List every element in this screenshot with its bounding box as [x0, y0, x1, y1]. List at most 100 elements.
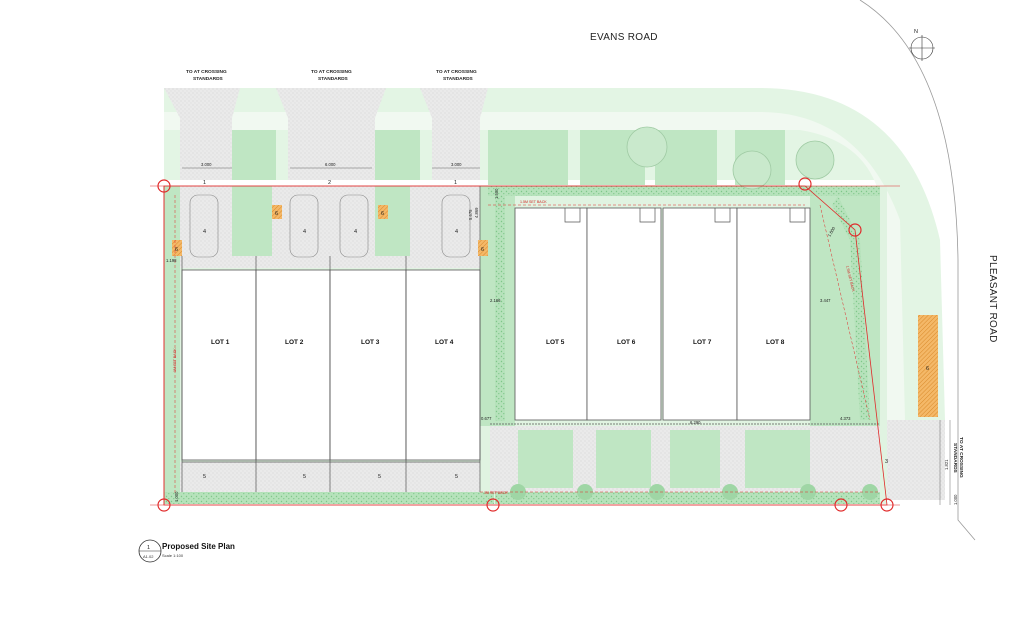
dim-text: 2.166 [490, 298, 501, 303]
crossing-2 [276, 88, 386, 180]
path-marker: 1 [203, 180, 206, 186]
car-icon [189, 194, 219, 258]
front-lawns [232, 130, 785, 185]
setback-text: 1.5M SET BACK [520, 200, 547, 204]
setback-text: 1M SET BACK [484, 491, 508, 495]
parking-marker: 4 [303, 229, 306, 235]
lot-6-building [586, 207, 662, 421]
road-label-north: EVANS ROAD [590, 32, 658, 43]
north-letter: N [914, 29, 918, 35]
site-boundary [150, 185, 900, 506]
road-label-east: PLEASANT ROAD [987, 255, 998, 343]
bin-marker: 6 [926, 366, 929, 372]
lot-label: LOT 3 [361, 339, 380, 346]
dim-text: 5.675 [468, 209, 473, 220]
lot-label: LOT 4 [435, 339, 454, 346]
dim-text: 3.000 [451, 162, 462, 167]
lot-label: LOT 5 [546, 339, 565, 346]
crossing-label-1-line2: STANDARDS [193, 76, 224, 82]
setback-lines [174, 195, 880, 495]
survey-marker [848, 223, 862, 237]
title-block: 1 A1.02 Proposed Site Plan Scale 1:100 [138, 539, 235, 563]
dim-text: 3.447 [820, 298, 831, 303]
lot-3-building [329, 269, 407, 461]
parking-marker: 4 [203, 229, 206, 235]
path-marker: 2 [328, 180, 331, 186]
survey-markers [157, 177, 894, 512]
lot-buildings [181, 207, 811, 461]
lot-labels: LOT 1 LOT 2 LOT 3 LOT 4 LOT 5 LOT 6 LOT … [211, 339, 785, 346]
bin-marker: 6 [175, 247, 178, 253]
lot-label: LOT 7 [693, 339, 712, 346]
driveway-crossings [164, 88, 945, 500]
lot-7-building [662, 207, 738, 421]
drawing-scale: Scale 1:100 [162, 553, 184, 558]
survey-marker [880, 498, 894, 512]
dim-text: 1.600 [827, 225, 837, 237]
driveway-lawns [232, 186, 410, 256]
crossing-labels: TO AT CROSSING STANDARDS TO AT CROSSING … [186, 69, 964, 478]
garden-marker: 5 [203, 474, 206, 480]
setback-text: 1M SET BACK [173, 348, 177, 372]
lot-5-building [514, 207, 588, 421]
lot-label: LOT 6 [617, 339, 636, 346]
dim-text: 3.000 [201, 162, 212, 167]
setback-labels: 1.5M SET BACK 1M SET BACK 1M SET BACK 1.… [173, 200, 856, 495]
crossing-3 [420, 88, 488, 180]
car-icon [441, 194, 471, 258]
crossing-label-2-line1: TO AT CROSSING [311, 69, 352, 75]
dim-text: 1.821 [944, 459, 949, 470]
entry-notches [564, 208, 806, 223]
west-lawn [164, 186, 180, 504]
lot-2-building [255, 269, 331, 461]
lot-label: LOT 1 [211, 339, 230, 346]
lot-partitions [181, 186, 880, 492]
dimension-labels: 3.000 6.000 3.000 1.198 5.675 4.869 2.16… [166, 162, 958, 505]
dim-text: 0.677 [481, 416, 492, 421]
path-marker: 3 [885, 459, 888, 465]
west-driveway-area [180, 186, 480, 268]
tree-icon [795, 140, 835, 180]
north-arrow: N [909, 29, 935, 61]
crossing-east [880, 420, 945, 500]
survey-marker [834, 498, 848, 512]
setback-text: 1.5M SET BACK [845, 265, 855, 292]
bin-marker: 6 [381, 211, 384, 217]
courtyard-lawns [518, 430, 810, 488]
dim-text: 4.373 [840, 416, 851, 421]
crossing-1 [164, 88, 240, 180]
parking-cars [189, 194, 471, 258]
crossing-label-3-line2: STANDARDS [443, 76, 474, 82]
crossing-label-1-line1: TO AT CROSSING [186, 69, 227, 75]
bin-marker: 6 [275, 211, 278, 217]
street-trees [626, 126, 835, 190]
lot-1-building [181, 269, 257, 461]
path-marker: 1 [454, 180, 457, 186]
crossing-label-3-line1: TO AT CROSSING [436, 69, 477, 75]
survey-marker [157, 498, 171, 512]
bin-marker: 6 [481, 247, 484, 253]
parking-marker: 4 [354, 229, 357, 235]
car-icon [289, 194, 319, 258]
crossing-label-east-line1: TO AT CROSSING [958, 437, 964, 478]
crossing-label-east-line2: STANDARDS [952, 443, 958, 474]
bin-pads [172, 205, 938, 417]
survey-marker [157, 179, 171, 193]
survey-marker [798, 177, 812, 191]
lot-4-building [405, 269, 481, 461]
sheet-number: A1.02 [143, 554, 154, 559]
tree-icon [626, 126, 668, 168]
area-markers: 4 4 4 4 5 5 5 5 6 6 6 6 6 1 2 1 3 [175, 180, 929, 480]
dim-text: 1.000 [174, 491, 179, 502]
drawing-number: 1 [147, 545, 150, 551]
road-kerb-line [859, 0, 976, 541]
lot-label: LOT 8 [766, 339, 785, 346]
dim-text: 1.500 [494, 188, 499, 199]
dim-text: 1.198 [166, 258, 177, 263]
survey-marker [486, 498, 500, 512]
garden-marker: 5 [455, 474, 458, 480]
garden-marker: 5 [303, 474, 306, 480]
dim-text: 4.869 [474, 207, 479, 218]
crossing-label-2-line2: STANDARDS [318, 76, 349, 82]
